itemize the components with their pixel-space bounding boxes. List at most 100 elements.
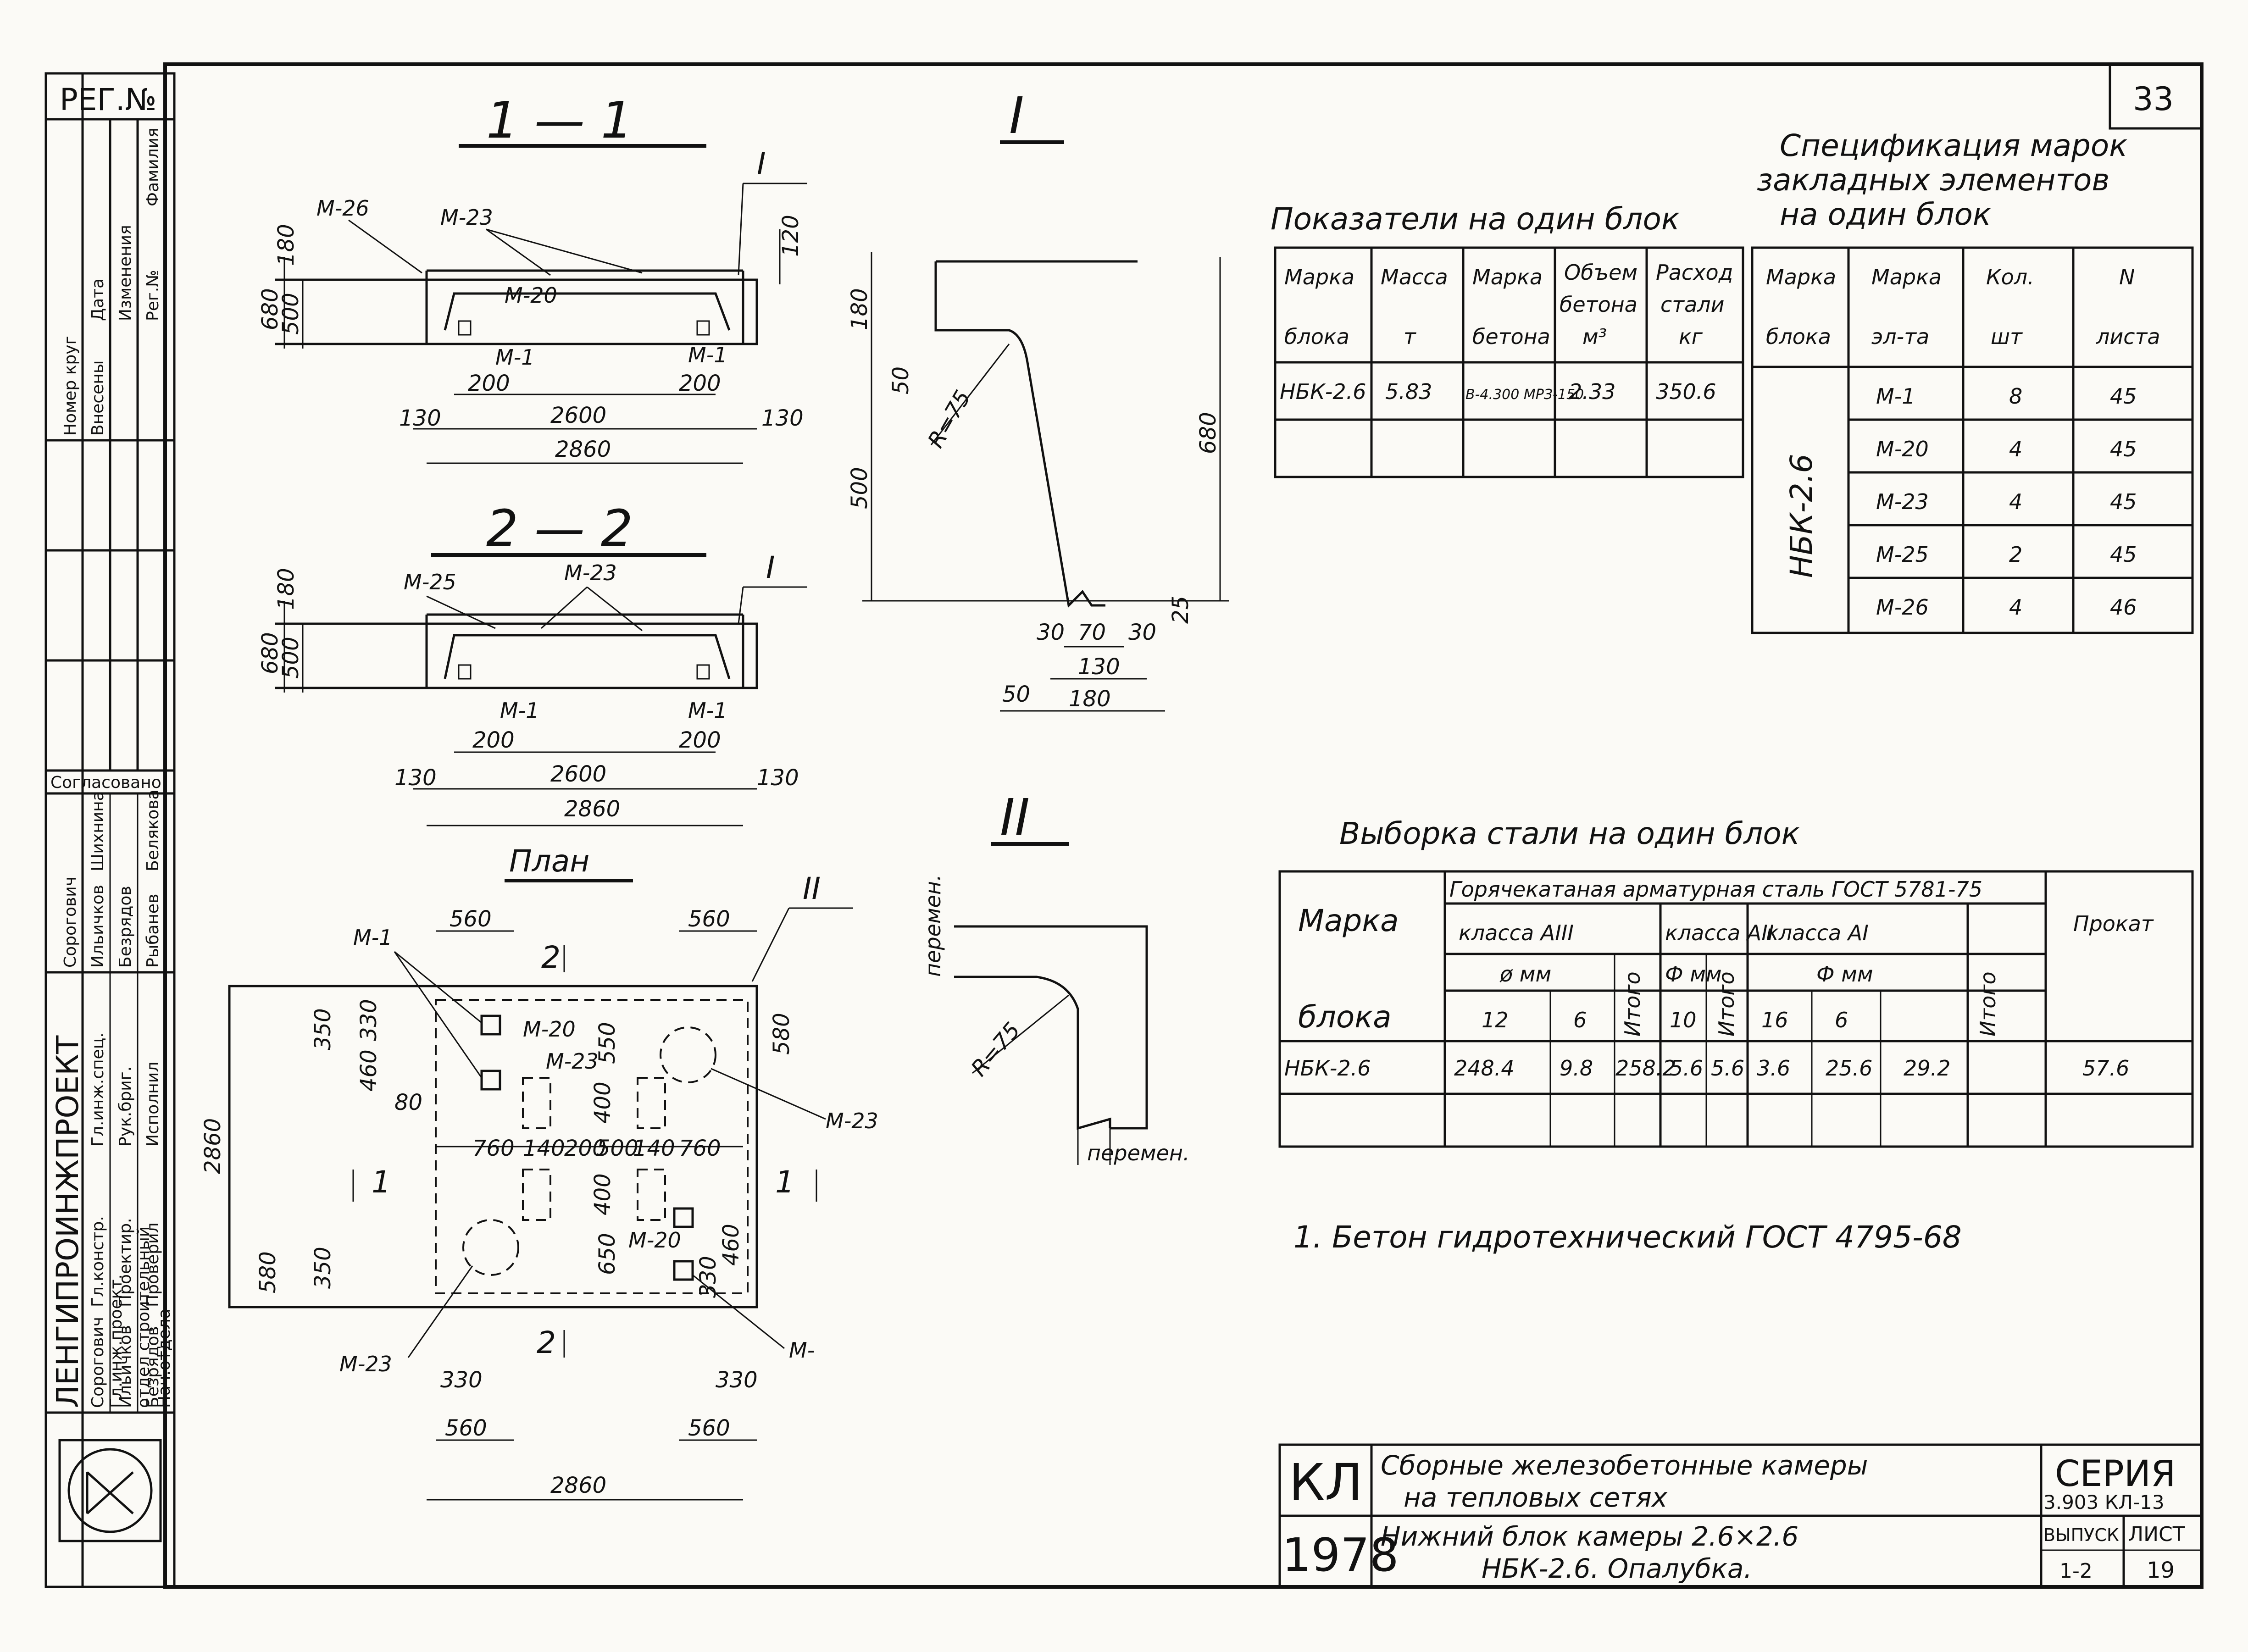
tb-series: 3.903 КЛ-13 [2043, 1491, 2165, 1513]
steel-title: Выборка стали на один блок [1339, 816, 1800, 851]
title-block: КЛ 1978 Сборные железобетонные камеры на… [1278, 1443, 2203, 1588]
staff-name-0: Сорогович [89, 1317, 107, 1408]
spec-r0-sheet: 45 [2110, 384, 2137, 409]
steel-v-a1-16: 3.6 [1757, 1056, 1790, 1081]
steel-v-a1-6: 25.6 [1826, 1056, 1872, 1081]
dept-line-2: Нач.отдела [155, 1308, 174, 1408]
s2-dim-2600: 2600 [550, 761, 606, 787]
plan-mark-m-right: М- [789, 1338, 815, 1363]
d1-dim-30a: 30 [1037, 620, 1065, 645]
spec-h-1a: Марка [1871, 265, 1942, 289]
ind-h-3b: бетона [1560, 292, 1637, 317]
ind-v-steel: 350.6 [1656, 379, 1716, 404]
d1-dim-180b: 180 [1069, 686, 1111, 712]
steel-h-marka-a: Марка [1298, 903, 1399, 938]
plan-cut2-top: 2 [541, 940, 561, 975]
detail1-title: I [1009, 86, 1024, 145]
spec-h-2a: Кол. [1986, 265, 2034, 289]
spec-r0-qty: 8 [2009, 384, 2022, 409]
spec-r1-mark: М-20 [1876, 437, 1929, 461]
spec-h-0b: блока [1766, 324, 1831, 349]
tb-series-label: СЕРИЯ [2055, 1453, 2176, 1495]
spec-h-2b: шт [1991, 324, 2023, 349]
plan-dim-550: 550 [594, 1022, 620, 1064]
plan-dim-650: 650 [594, 1233, 620, 1275]
plan-dim-580: 580 [769, 1013, 794, 1055]
s1-dim-500: 500 [278, 293, 304, 335]
detail-1: I 180 50 R=75 500 680 30 70 30 25 130 18… [847, 86, 1229, 712]
plan-dim-2860v: 2860 [200, 1118, 226, 1174]
spec-r3-qty: 2 [2009, 542, 2022, 567]
plan-dim-560b: 560 [688, 906, 730, 932]
note-text: 1. Бетон гидротехнический ГОСТ 4795-68 [1293, 1220, 1962, 1255]
ind-h-3a: Объем [1564, 260, 1637, 285]
d1-dim-500: 500 [847, 467, 872, 509]
d2-peremen-bot: перемен. [1087, 1141, 1190, 1165]
plan-mark-m23-bot: М-23 [339, 1352, 392, 1376]
section-2-title: 2 — 2 [486, 499, 633, 558]
spec-r3-sheet: 45 [2110, 542, 2137, 567]
tb-sheet-label: ЛИСТ [2128, 1523, 2185, 1546]
steel-h-prokat: Прокат [2073, 911, 2154, 936]
s2-dim-200b: 200 [679, 727, 721, 753]
plan-dim-460b: 460 [718, 1224, 744, 1266]
plan-mark-m20-top: М-20 [523, 1017, 576, 1042]
spec-r1-sheet: 45 [2110, 437, 2137, 461]
spec-r3-mark: М-25 [1876, 542, 1929, 567]
agreed-name-3: Рыбанев [144, 894, 162, 968]
spec-h-1b: эл-та [1871, 324, 1929, 349]
plan-dim-400a: 400 [590, 1081, 616, 1124]
plan-cut2-bot: 2 [537, 1325, 556, 1360]
spec-h-3a: N [2119, 265, 2135, 289]
ind-v-beton: В-4.300 МРЗ-150 [1465, 387, 1584, 403]
plan-dim-330b: 330 [695, 1256, 721, 1298]
s2-mark-m23: М-23 [564, 560, 617, 585]
side-col-7: Фамилия [144, 128, 162, 206]
s1-dim-180: 180 [273, 224, 299, 266]
agreed-name-1: Ильичков [89, 885, 107, 968]
tb-year: 1978 [1282, 1528, 1399, 1582]
section-1-title: 1 — 1 [486, 91, 633, 150]
steel-h-dia3: ø мм [1499, 962, 1551, 987]
d1-radius: R=75 [923, 386, 976, 452]
s1-dim-130a: 130 [399, 405, 441, 431]
steel-v-a1-total: 29.2 [1904, 1056, 1950, 1081]
steel-v-a2-total: 5.6 [1711, 1056, 1744, 1081]
steel-h-itogo-b: Итого [1714, 971, 1739, 1037]
steel-dia-12: 12 [1482, 1008, 1509, 1032]
spec-r4-sheet: 46 [2110, 595, 2137, 620]
steel-h-class1: класса AI [1766, 920, 1869, 945]
ind-h-2b: бетона [1472, 324, 1550, 349]
s1-mark-m23: М-23 [440, 205, 493, 230]
ind-h-0a: Марка [1284, 265, 1354, 289]
agreed-name-4: Шихнина [89, 791, 107, 871]
s1-dim-2600: 2600 [550, 403, 606, 428]
plan-mark-m23-mid: М-23 [546, 1049, 599, 1074]
steel-dia-16: 16 [1761, 1008, 1788, 1032]
plan-dim-140a: 140 [523, 1136, 565, 1161]
sheet-number: 33 [2133, 80, 2174, 118]
steel-dia-6a: 6 [1573, 1008, 1587, 1032]
spec-table: Спецификация марок закладных элементов н… [1751, 128, 2194, 634]
section-1-1: 1 — 1 180 680 500 120 200 200 130 2600 1… [257, 91, 807, 464]
ind-h-3c: м³ [1582, 324, 1607, 349]
steel-v-a3-12: 248.4 [1454, 1056, 1515, 1081]
ind-h-2a: Марка [1472, 265, 1543, 289]
ind-v-massa: 5.83 [1385, 379, 1432, 404]
tb-code: КЛ [1289, 1453, 1363, 1512]
spec-r2-mark: М-23 [1876, 489, 1929, 514]
plan-dim-560c: 560 [445, 1415, 487, 1441]
reg-label: РЕГ.№ [60, 82, 156, 117]
staff-role-1: Гл.констр. [89, 1216, 107, 1307]
plan-cut1-right: 1 [775, 1164, 794, 1200]
ind-h-1a: Масса [1381, 265, 1448, 289]
steel-v-marka: НБК-2.6 [1284, 1056, 1371, 1081]
staff-name-2: Безрядов [144, 1326, 162, 1408]
steel-h-group: Горячекатаная арматурная сталь ГОСТ 5781… [1449, 877, 1982, 902]
spec-r2-sheet: 45 [2110, 489, 2137, 514]
d1-dim-25: 25 [1168, 596, 1193, 624]
plan-mark-m20-bot: М-20 [628, 1228, 681, 1253]
plan-dim-350b: 350 [310, 1247, 336, 1289]
d1-dim-70: 70 [1078, 620, 1106, 645]
steel-h-itogo-c: Итого [1976, 971, 2000, 1037]
